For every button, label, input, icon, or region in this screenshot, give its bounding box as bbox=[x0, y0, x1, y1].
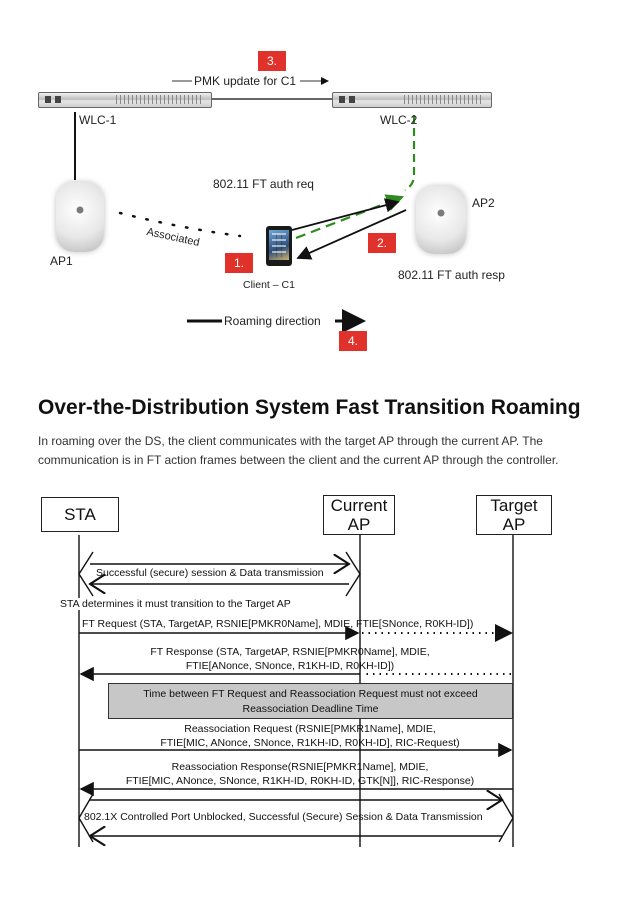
reassoc-response-line2: FTIE[MIC, ANonce, SNonce, R1KH-ID, R0KH-… bbox=[125, 775, 475, 787]
section-heading: Over-the-Distribution System Fast Transi… bbox=[38, 396, 581, 419]
ft-request-message: FT Request (STA, TargetAP, RSNIE[PMKR0Na… bbox=[82, 618, 474, 630]
client-label: Client – C1 bbox=[243, 279, 295, 291]
ft-auth-req-arrow bbox=[295, 194, 405, 240]
target-ap-label-line1: Target bbox=[490, 496, 538, 515]
reassoc-request-line1: Reassociation Request (RSNIE[PMKR1Name],… bbox=[184, 723, 436, 735]
wlc2-ap2-ft-path bbox=[404, 115, 416, 191]
ft-response-message: FT Response (STA, TargetAP, RSNIE[PMKR0N… bbox=[140, 645, 440, 673]
ap2-access-point-icon bbox=[416, 186, 466, 254]
reassoc-response-message: Reassociation Response(RSNIE[PMKR1Name],… bbox=[100, 760, 500, 788]
current-ap-label-line1: Current bbox=[330, 496, 388, 515]
step-3-badge: 3. bbox=[258, 51, 286, 71]
port-unblocked-message: 802.1X Controlled Port Unblocked, Succes… bbox=[84, 811, 483, 823]
section-paragraph: In roaming over the DS, the client commu… bbox=[38, 434, 559, 467]
client-tablet-icon bbox=[266, 226, 292, 266]
wlc1-label: WLC-1 bbox=[79, 113, 117, 127]
ft-auth-resp-label: 802.11 FT auth resp bbox=[398, 268, 505, 282]
ft-response-line1: FT Response (STA, TargetAP, RSNIE[PMKR0N… bbox=[150, 646, 430, 658]
target-ap-label-line2: AP bbox=[502, 515, 526, 534]
wlc2-server-icon bbox=[332, 92, 492, 108]
reassoc-request-message: Reassociation Request (RSNIE[PMKR1Name],… bbox=[130, 722, 490, 750]
determines-message: STA determines it must transition to the… bbox=[60, 598, 291, 610]
ap1-access-point-icon bbox=[56, 182, 104, 252]
roaming-diagram-lines bbox=[74, 77, 416, 333]
associated-dotted-path bbox=[118, 211, 242, 238]
ft-response-line2: FTIE[ANonce, SNonce, R1KH-ID, R0KH-ID]) bbox=[185, 660, 395, 672]
deadline-line2: Reassociation Deadline Time bbox=[242, 703, 379, 715]
current-ap-label-line2: AP bbox=[347, 515, 371, 534]
wlc1-server-icon bbox=[38, 92, 212, 108]
step-4-badge: 4. bbox=[339, 331, 367, 351]
ft-auth-req-label: 802.11 FT auth req bbox=[213, 177, 314, 191]
reassoc-response-line1: Reassociation Response(RSNIE[PMKR1Name],… bbox=[171, 761, 429, 773]
roaming-diagram: 3. PMK update for C1 WLC-1 WLC-2 802.11 … bbox=[0, 0, 638, 370]
session-message: Successful (secure) session & Data trans… bbox=[96, 567, 324, 579]
ap2-to-client-arrow bbox=[296, 209, 407, 260]
step-2-badge: 2. bbox=[368, 233, 396, 253]
ap1-label: AP1 bbox=[50, 254, 73, 268]
reassoc-request-line2: FTIE[MIC, ANonce, SNonce, R1KH-ID, R0KH-… bbox=[160, 737, 460, 749]
deadline-line1: Time between FT Request and Reassociatio… bbox=[143, 688, 478, 700]
current-ap-box: Current AP bbox=[323, 495, 395, 535]
deadline-note-box: Time between FT Request and Reassociatio… bbox=[108, 683, 513, 719]
wlc2-label: WLC-2 bbox=[380, 113, 418, 127]
client-to-ap2-arrow bbox=[291, 198, 400, 231]
step-1-badge: 1. bbox=[225, 253, 253, 273]
ft-over-ds-sequence-diagram: STA Current AP Target AP Successful (sec… bbox=[0, 485, 638, 855]
sta-box: STA bbox=[41, 497, 119, 532]
pmk-update-label: PMK update for C1 bbox=[194, 74, 297, 88]
target-ap-box: Target AP bbox=[476, 495, 552, 535]
roaming-direction-label: Roaming direction bbox=[224, 314, 321, 328]
ap2-label: AP2 bbox=[472, 196, 495, 210]
